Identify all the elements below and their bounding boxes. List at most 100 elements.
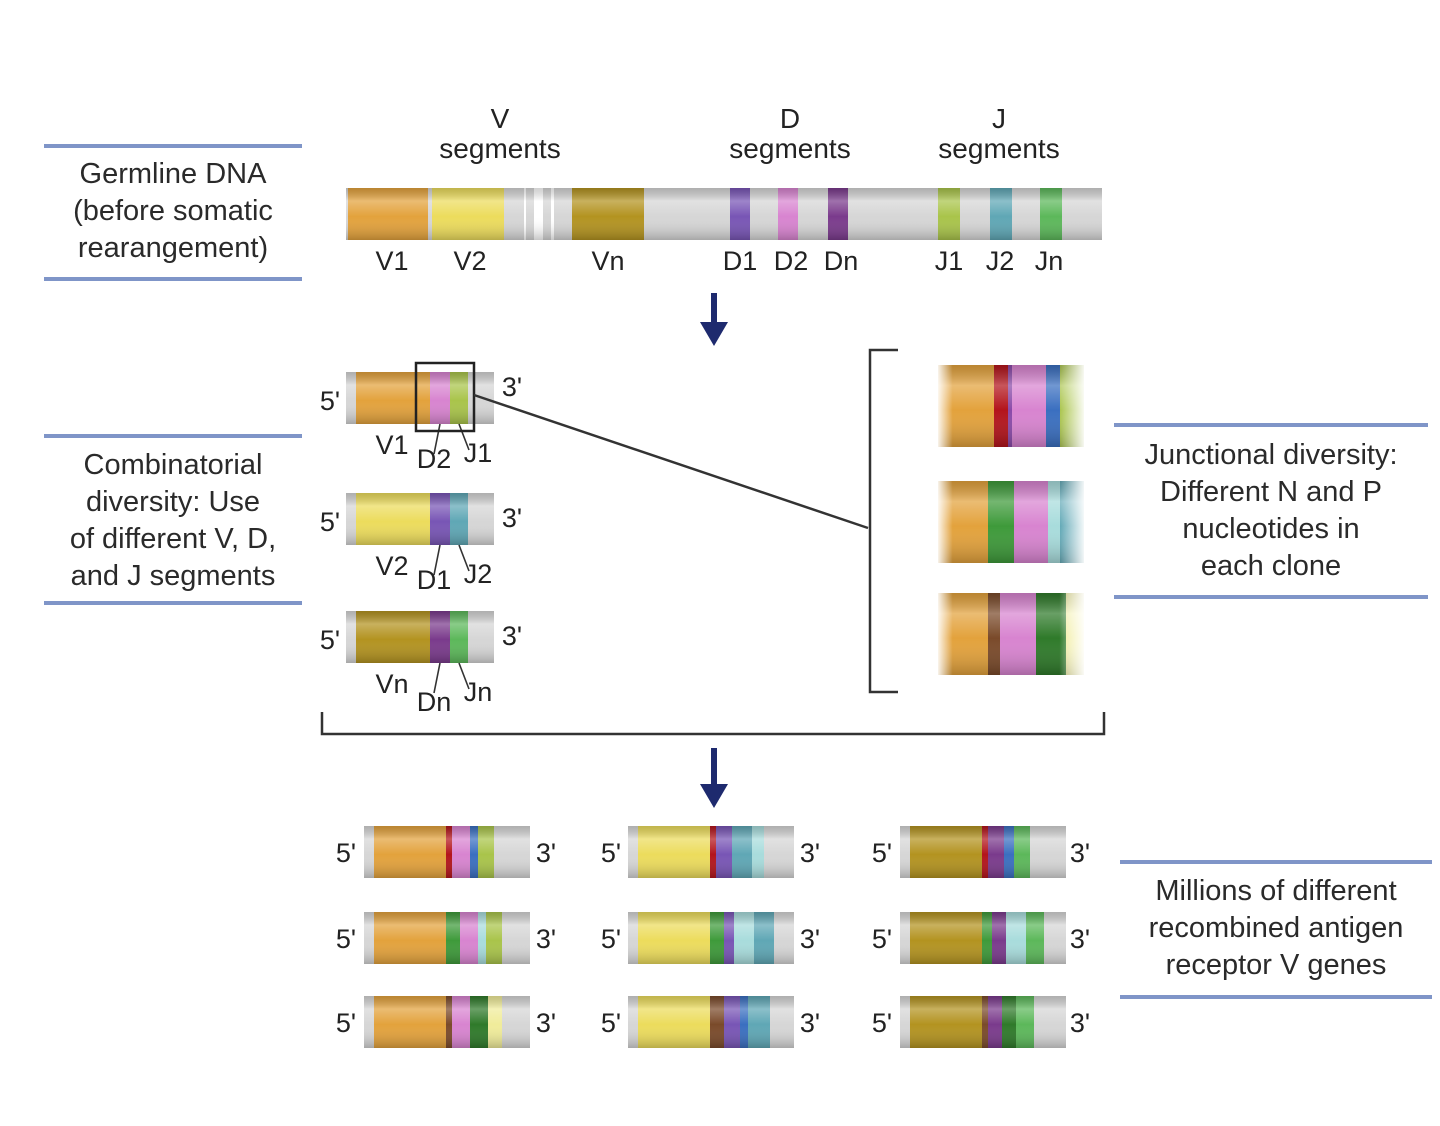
five-prime-label: 5'	[601, 838, 621, 868]
junctional-line-1: Junctional diversity:	[1144, 439, 1398, 471]
j-leader	[458, 423, 470, 451]
five-prime-label: 5'	[336, 838, 356, 868]
label-d1: D1	[417, 565, 452, 595]
d-leader	[433, 662, 441, 694]
three-prime-label: 3'	[1070, 1008, 1090, 1038]
label-d2: D2	[417, 444, 452, 474]
label-d2: D2	[774, 246, 809, 276]
j-leader	[458, 662, 470, 690]
recombined-gene-1-3: 5' 3'	[336, 996, 556, 1048]
three-prime-label: 3'	[502, 372, 522, 402]
zoom-connector	[473, 393, 869, 530]
recombined-shading	[900, 826, 1066, 878]
combinatorial-line-4: and J segments	[70, 560, 276, 592]
three-prime-label: 3'	[1070, 924, 1090, 954]
label-v2: V2	[453, 246, 486, 276]
recombined-shading	[628, 912, 794, 964]
d-leader	[433, 423, 441, 455]
three-prime-label: 3'	[536, 838, 556, 868]
three-prime-label: 3'	[502, 621, 522, 651]
rearranged-shading	[346, 611, 494, 663]
bracket-horizontal	[320, 712, 1106, 736]
header-v-segments: segments	[439, 133, 560, 164]
junctional-clone-1	[938, 365, 1086, 447]
d-leader	[433, 544, 441, 576]
germline-dna-label: Germline DNA (before somatic rearangemen…	[44, 156, 302, 267]
junctional-diversity-label: Junctional diversity: Different N and P nu…	[1114, 437, 1428, 585]
recombined-shading	[900, 996, 1066, 1048]
recombined-shading	[628, 996, 794, 1048]
label-j1: J1	[464, 438, 493, 468]
header-j-letter: J	[992, 103, 1006, 134]
germline-shading	[346, 188, 1102, 240]
header-d-segments: segments	[729, 133, 850, 164]
five-prime-label: 5'	[320, 625, 340, 655]
five-prime-label: 5'	[336, 924, 356, 954]
label-j1: J1	[935, 246, 964, 276]
millions-line-1: Millions of different	[1155, 875, 1397, 907]
recombined-shading	[628, 826, 794, 878]
j-leader	[458, 544, 470, 572]
junctional-line-3: nucleotides in	[1182, 513, 1360, 545]
recombined-gene-3-2: 5' 3'	[872, 912, 1090, 964]
three-prime-label: 3'	[536, 1008, 556, 1038]
millions-line-3: receptor V genes	[1165, 949, 1387, 981]
three-prime-label: 3'	[536, 924, 556, 954]
rearranged-shading	[346, 372, 494, 424]
label-jn: Jn	[1035, 246, 1064, 276]
germline-line-2: (before somatic	[73, 195, 273, 227]
combinatorial-line-3: of different V, D,	[69, 523, 277, 555]
recombined-shading	[364, 912, 530, 964]
header-v-letter: V	[491, 103, 510, 134]
junctional-clone-3	[938, 593, 1086, 675]
junctional-fade-right	[938, 593, 1086, 675]
junctional-clone-2	[938, 481, 1086, 563]
recombined-gene-2-3: 5' 3'	[601, 996, 820, 1048]
recombined-gene-1-2: 5' 3'	[336, 912, 556, 964]
three-prime-label: 3'	[502, 503, 522, 533]
header-j-segments: segments	[938, 133, 1059, 164]
recombined-shading	[364, 826, 530, 878]
five-prime-label: 5'	[320, 507, 340, 537]
label-jn: Jn	[464, 677, 493, 707]
label-vn: Vn	[591, 246, 624, 276]
three-prime-label: 3'	[800, 1008, 820, 1038]
junctional-line-4: each clone	[1200, 550, 1342, 582]
combinatorial-line-1: Combinatorial	[83, 449, 263, 481]
bracket-junctional	[868, 348, 898, 694]
header-d-letter: D	[780, 103, 800, 134]
germline-line-3: rearangement)	[77, 232, 269, 264]
label-vn: Vn	[375, 669, 408, 699]
recombined-shading	[364, 996, 530, 1048]
millions-label: Millions of different recombined antigen r…	[1120, 873, 1432, 984]
five-prime-label: 5'	[336, 1008, 356, 1038]
junctional-fade-right	[938, 481, 1086, 563]
five-prime-label: 5'	[601, 924, 621, 954]
junctional-fade-right	[938, 365, 1086, 447]
recombined-gene-3-1: 5' 3'	[872, 826, 1090, 878]
germline-line-1: Germline DNA	[79, 158, 267, 190]
recombined-shading	[900, 912, 1066, 964]
five-prime-label: 5'	[320, 386, 340, 416]
three-prime-label: 3'	[1070, 838, 1090, 868]
recombined-gene-2-1: 5'3'	[601, 826, 820, 878]
junctional-line-2: Different N and P	[1160, 476, 1382, 508]
label-d1: D1	[723, 246, 758, 276]
recombined-gene-1-1: 5' 3'	[336, 826, 556, 878]
label-j2: J2	[986, 246, 1015, 276]
label-dn: Dn	[417, 687, 452, 717]
five-prime-label: 5'	[601, 1008, 621, 1038]
label-dn: Dn	[824, 246, 859, 276]
millions-line-2: recombined antigen	[1148, 912, 1404, 944]
label-v2: V2	[375, 551, 408, 581]
zoom-box	[414, 361, 476, 433]
rearranged-shading	[346, 493, 494, 545]
five-prime-label: 5'	[872, 838, 892, 868]
label-j2: J2	[464, 559, 493, 589]
arrow-down-1	[700, 293, 728, 346]
five-prime-label: 5'	[872, 924, 892, 954]
